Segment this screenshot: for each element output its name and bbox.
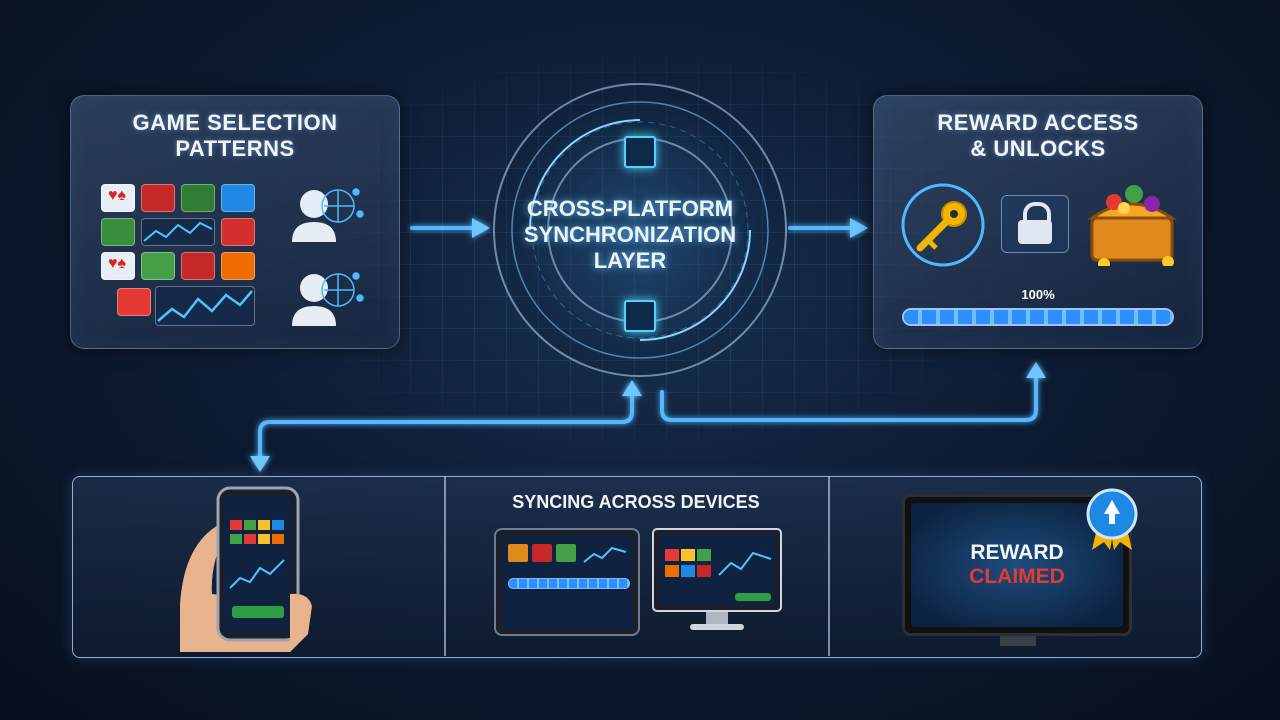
reward-access-title: REWARD ACCESS & UNLOCKS (874, 110, 1202, 162)
race-car-icon (221, 184, 255, 212)
desktop-monitor (652, 528, 782, 612)
award-badge-icon (1086, 488, 1138, 550)
race-car-icon (221, 218, 255, 246)
hub-label-line2: SYNCHRONIZATION (523, 222, 737, 247)
slot-machine-icon (101, 218, 135, 246)
line-chart-icon (155, 286, 255, 326)
reward-claimed-line2: CLAIMED (969, 565, 1065, 588)
race-car-icon (221, 252, 255, 280)
strip-divider (444, 476, 446, 656)
flow-line-left (258, 390, 634, 460)
padlock-icon (1001, 195, 1069, 253)
game-selection-title: GAME SELECTION PATTERNS (71, 110, 399, 162)
cpu-chip-icon (624, 300, 656, 332)
reward-claimed-line1: REWARD (970, 541, 1064, 564)
monitor-base (690, 624, 744, 630)
flow-line-right (660, 374, 1038, 422)
hub-label-line1: CROSS-PLATFORM (526, 196, 734, 221)
hub-label-line3: LAYER (593, 248, 667, 273)
reward-progress-fill (904, 310, 1172, 324)
user-brain-icon (292, 272, 364, 326)
reward-monitor-stand (1000, 636, 1036, 646)
line-chart-icon (141, 218, 215, 246)
reward-progress-bar (902, 308, 1174, 326)
hand-holding-phone-icon (180, 486, 312, 652)
sync-title: SYNCING ACROSS DEVICES (512, 492, 760, 512)
monitor-stand (706, 612, 728, 626)
tablet-device (494, 528, 640, 636)
key-icon (901, 183, 985, 267)
game-selection-panel: GAME SELECTION PATTERNS ♥♠ ♥♠ (70, 95, 400, 349)
user-brain-icon (292, 188, 364, 242)
sync-hub-ring (493, 83, 787, 377)
slot-machine-icon (117, 288, 151, 316)
playing-cards-icon: ♥♠ (101, 184, 135, 212)
game-selection-title-line1: GAME SELECTION (132, 110, 338, 135)
reward-claimed-text: REWARD CLAIMED (905, 541, 1129, 589)
slot-machine-icon (181, 252, 215, 280)
hub-label: CROSS-PLATFORM SYNCHRONIZATION LAYER (480, 196, 780, 274)
slot-machine-icon (141, 184, 175, 212)
reward-access-panel: REWARD ACCESS & UNLOCKS 100% (873, 95, 1203, 349)
strip-divider (828, 476, 830, 656)
slot-machine-icon (181, 184, 215, 212)
monitor-button[interactable] (735, 593, 771, 601)
slot-machine-icon (141, 252, 175, 280)
playing-cards-icon: ♥♠ (101, 252, 135, 280)
game-selection-title-line2: PATTERNS (175, 136, 295, 161)
progress-label: 100% (1021, 287, 1055, 302)
reward-access-title-line1: REWARD ACCESS (937, 110, 1139, 135)
treasure-chest-icon (1087, 185, 1177, 266)
reward-access-title-line2: & UNLOCKS (970, 136, 1106, 161)
cpu-chip-icon (624, 136, 656, 168)
